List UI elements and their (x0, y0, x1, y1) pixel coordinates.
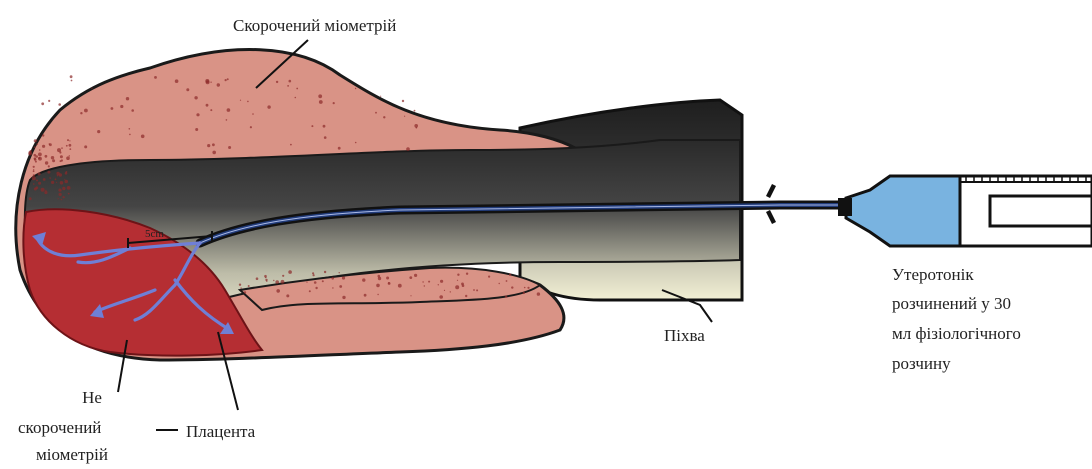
label-vagina: Піхва (664, 324, 705, 347)
label-non-contracted-2: скорочений (18, 416, 101, 439)
label-scale: 5cm (145, 228, 164, 240)
label-non-contracted-1: Не (72, 386, 112, 409)
label-non-contracted-3: міометрій (36, 443, 108, 466)
label-contracted-myometrium: Скорочений міометрій (233, 14, 396, 37)
label-placenta: Плацента (186, 420, 255, 443)
label-uterotonic-1: Утеротонік (892, 263, 974, 286)
label-uterotonic-2: розчинений у 30 (892, 292, 1011, 315)
syringe (838, 176, 1092, 246)
label-uterotonic-3: мл фізіологічного (892, 322, 1021, 345)
label-uterotonic-4: розчину (892, 352, 951, 375)
